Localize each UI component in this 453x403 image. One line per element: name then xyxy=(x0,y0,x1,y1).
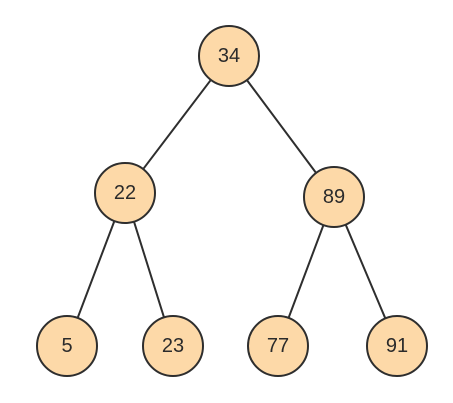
edge-34-22 xyxy=(142,79,212,170)
tree-node-right: 89 xyxy=(303,166,365,228)
tree-node-left: 22 xyxy=(94,162,156,224)
tree-node-right-left: 77 xyxy=(247,315,309,377)
tree-node-right-right: 91 xyxy=(366,315,428,377)
edge-89-77 xyxy=(287,225,325,318)
tree-node-left-left: 5 xyxy=(36,315,98,377)
edge-22-5 xyxy=(76,220,116,319)
edge-89-91 xyxy=(345,224,386,319)
tree-node-root: 34 xyxy=(198,25,260,87)
edge-34-89 xyxy=(246,79,317,174)
edge-22-23 xyxy=(133,221,165,318)
tree-node-left-right: 23 xyxy=(142,315,204,377)
